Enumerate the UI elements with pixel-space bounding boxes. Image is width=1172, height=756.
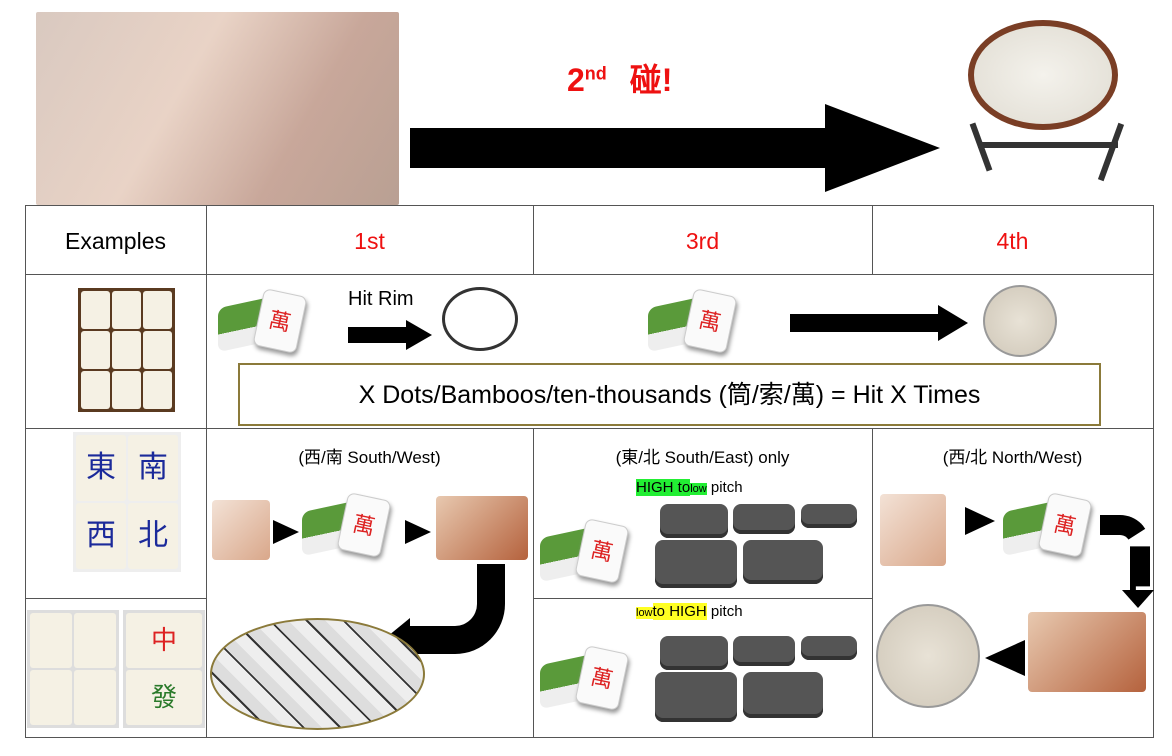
wind-tiles-photo: 東 南 西 北 xyxy=(73,432,181,572)
grid-line xyxy=(872,428,873,738)
mahjong-tiles-icon: 萬 xyxy=(540,518,630,588)
arrow-down-icon xyxy=(1122,590,1154,608)
title-char: 碰! xyxy=(629,62,673,98)
grid-line xyxy=(25,737,1154,738)
grid-line xyxy=(533,598,872,599)
grid-line xyxy=(1153,205,1154,738)
south-west-label: (西/南 South/West) xyxy=(298,448,441,467)
pitch-text: pitch xyxy=(710,603,743,620)
low-text: low xyxy=(690,483,707,495)
dragon-tiles-photo: 中 發 xyxy=(123,610,205,728)
grid-line xyxy=(872,205,873,275)
hand-icon xyxy=(880,494,946,566)
header-title: 2nd 碰! xyxy=(567,55,672,101)
to-high-text: to HIGH xyxy=(652,603,707,620)
curved-arrow-icon xyxy=(1100,515,1150,595)
hand-icon xyxy=(1028,612,1146,692)
drum-rim-icon xyxy=(442,287,518,351)
header-examples: Examples xyxy=(65,228,166,254)
mahjong-tiles-icon: 萬 xyxy=(302,492,392,562)
arrow-right-icon xyxy=(273,520,299,544)
hand-pushing-tile-photo xyxy=(36,12,399,205)
arrow-right-icon xyxy=(965,507,995,535)
hit-rim-label: Hit Rim xyxy=(348,288,414,310)
hand-icon xyxy=(436,496,528,560)
grid-line xyxy=(533,205,534,275)
north-west-label: (西/北 North/West) xyxy=(942,448,1083,467)
high-to-low-label: HIGH tolow pitch xyxy=(636,479,743,496)
arrow-left-icon xyxy=(985,640,1025,676)
grid-line xyxy=(533,428,534,738)
mahjong-tiles-icon: 萬 xyxy=(218,288,308,358)
grid-line xyxy=(25,428,1154,429)
title-suffix: nd xyxy=(584,63,607,84)
drum-head-icon xyxy=(983,285,1057,357)
hit-count-banner: X Dots/Bamboos/ten-thousands (筒/索/萬) = H… xyxy=(238,363,1101,426)
tile-green-dragon: 發 xyxy=(126,670,202,725)
grid-line xyxy=(25,598,206,599)
south-east-label: (東/北 South/East) only xyxy=(615,448,790,467)
suit-tiles-photo xyxy=(78,288,175,412)
low-text: low xyxy=(636,607,653,619)
grid-line xyxy=(25,205,1154,206)
curved-arrow-icon xyxy=(400,564,505,654)
grid-line xyxy=(25,274,1154,275)
drum-head-icon xyxy=(876,604,980,708)
header-3rd: 3rd xyxy=(685,228,720,254)
pitch-text: pitch xyxy=(710,479,743,496)
tone-blocks-photo xyxy=(655,630,860,730)
mahjong-tiles-icon: 萬 xyxy=(1003,492,1093,562)
high-to-text: HIGH to xyxy=(636,479,691,496)
tone-blocks-photo xyxy=(655,498,860,593)
mahjong-tiles-icon: 萬 xyxy=(540,645,630,715)
header-4th: 4th xyxy=(996,228,1029,254)
mahjong-tiles-icon: 萬 xyxy=(648,288,738,358)
header-1st: 1st xyxy=(354,228,385,254)
low-to-high-label: lowto HIGH pitch xyxy=(636,603,743,620)
grid-line xyxy=(25,205,26,738)
tile-north: 北 xyxy=(128,503,178,569)
tile-west: 西 xyxy=(76,503,126,569)
title-ordinal: 2 xyxy=(567,62,585,98)
tile-east: 東 xyxy=(76,435,126,501)
flower-tiles-photo xyxy=(27,610,119,728)
tile-pile-photo xyxy=(210,618,425,730)
grid-line xyxy=(206,205,207,738)
arrow-right-icon xyxy=(405,520,431,544)
hand-icon xyxy=(212,500,270,560)
tile-south: 南 xyxy=(128,435,178,501)
tile-red-dragon: 中 xyxy=(126,613,202,668)
bass-drum-photo xyxy=(958,12,1140,192)
